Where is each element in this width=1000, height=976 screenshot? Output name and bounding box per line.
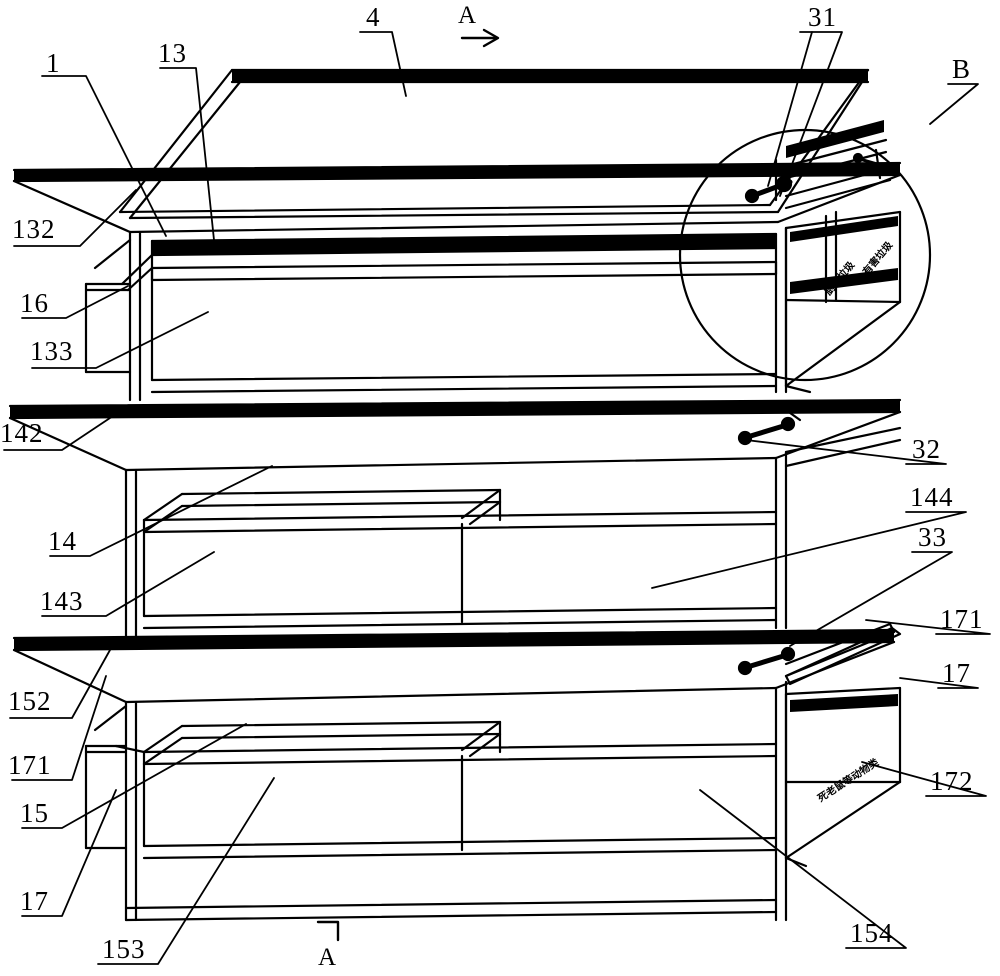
top-cabinet-1 (84, 226, 788, 402)
ref-numeral: 32 (912, 434, 941, 464)
ref-numeral: 132 (12, 214, 56, 244)
bottom-flap-152 (12, 628, 896, 704)
ref-numeral: 1 (46, 48, 61, 78)
bin-box-top (784, 120, 902, 394)
ref-numeral: 15 (20, 798, 49, 828)
mid-right-panel (784, 426, 902, 468)
ref-numeral: 133 (30, 336, 74, 366)
ref-numeral: 17 (942, 658, 971, 688)
middle-cabinet-14 (124, 450, 788, 646)
ref-numeral: 171 (940, 604, 984, 634)
ref-numeral: 152 (8, 686, 52, 716)
ref-numeral: 144 (910, 482, 954, 512)
ref-numeral: 31 (808, 2, 837, 32)
hinge-33 (737, 646, 796, 676)
bottom-cabinet-15 (84, 680, 788, 922)
top-lid-4 (118, 68, 870, 220)
detail-callout-label: B (952, 54, 972, 84)
ref-numeral: 143 (40, 586, 84, 616)
middle-flap-142 (8, 398, 902, 472)
leader-lines (3, 31, 991, 965)
section-a-bottom-corner (316, 920, 340, 942)
ref-numeral: 153 (102, 934, 146, 964)
ref-numeral: 17 (20, 886, 49, 916)
ref-numeral: 4 (366, 2, 381, 32)
section-a-top-arrow (482, 28, 500, 48)
hinge-32 (737, 408, 802, 446)
ref-numeral: 16 (20, 288, 49, 318)
ref-numeral: 172 (930, 766, 974, 796)
ref-numeral: 154 (850, 918, 894, 948)
ref-numeral: 33 (918, 522, 947, 552)
ref-numeral: 142 (0, 418, 44, 448)
ref-numeral: 14 (48, 526, 77, 556)
top-flap-132 (12, 161, 902, 234)
section-marker-a-bottom: A (318, 944, 337, 971)
section-marker-a-top: A (458, 2, 477, 29)
ref-numeral: 171 (8, 750, 52, 780)
section-marker-arrows (316, 28, 500, 942)
bin-box-bottom (784, 622, 902, 868)
ref-numeral: 13 (158, 38, 187, 68)
